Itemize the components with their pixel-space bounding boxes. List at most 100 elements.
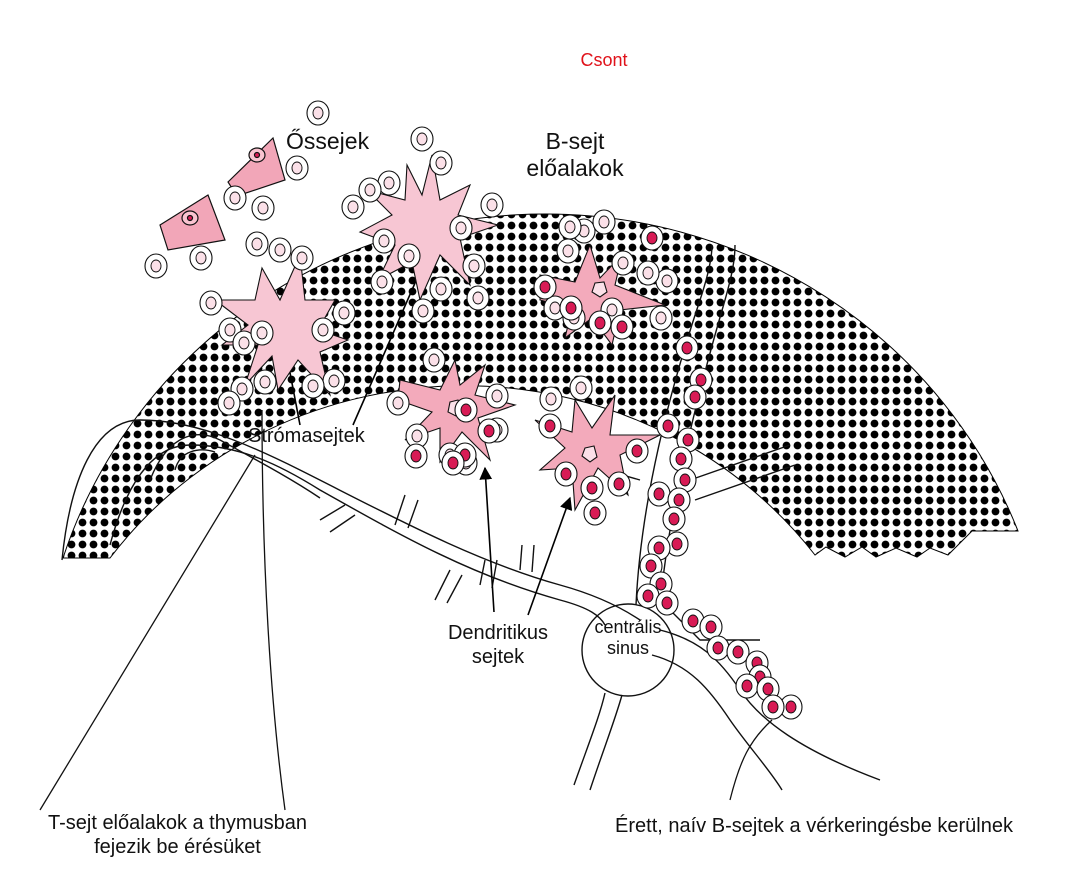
precursor-cell-nucleus-12 xyxy=(257,327,267,339)
precursor-cell-nucleus-24 xyxy=(348,201,358,213)
dendritic-cells-label-line2: sejtek xyxy=(432,646,564,670)
precursor-cell-nucleus-45 xyxy=(576,382,586,394)
b-cell-precursors-label-line1: B-sejt xyxy=(515,128,635,155)
mature-cell-nucleus-21 xyxy=(688,615,698,627)
mature-cell-nucleus-35 xyxy=(632,445,642,457)
mature-cell-nucleus-4 xyxy=(647,232,657,244)
precursor-cell-nucleus-3 xyxy=(230,192,240,204)
precursor-cell-nucleus-9 xyxy=(206,297,216,309)
dendritic-cells-label-line1: Dendritikus xyxy=(432,622,564,646)
precursor-cell-nucleus-4 xyxy=(196,252,206,264)
precursor-cell-nucleus-44 xyxy=(607,304,617,316)
precursor-cell-nucleus-11 xyxy=(239,337,249,349)
mature-cell-nucleus-10 xyxy=(676,453,686,465)
stromal-cells-label: Strómasejtek xyxy=(248,425,365,449)
mature-cell-nucleus-6 xyxy=(696,374,706,386)
central-sinus-label-line1: centrális xyxy=(580,617,676,638)
central-sinus-label-line2: sinus xyxy=(580,638,676,659)
precursor-cell-nucleus-46 xyxy=(546,393,556,405)
mature-cell-nucleus-38 xyxy=(484,425,494,437)
precursor-cell-nucleus-41 xyxy=(662,275,672,287)
mature-cell-nucleus-34 xyxy=(590,507,600,519)
caption-left: T-sejt előalakok a thymusban fejezik be … xyxy=(5,812,350,859)
mature-cell-nucleus-9 xyxy=(683,434,693,446)
precursor-cell-nucleus-47 xyxy=(429,354,439,366)
precursor-cell-nucleus-35 xyxy=(563,245,573,257)
bone-label-text: Csont xyxy=(580,50,627,71)
precursor-cell-nucleus-0 xyxy=(313,107,323,119)
mature-cell-nucleus-14 xyxy=(669,513,679,525)
precursor-cell-nucleus-43 xyxy=(656,312,666,324)
mature-cell-nucleus-31 xyxy=(561,468,571,480)
mature-cell-nucleus-37 xyxy=(461,404,471,416)
precursor-cell-nucleus-7 xyxy=(275,244,285,256)
precursor-cell-nucleus-38 xyxy=(618,257,628,269)
mature-cell-nucleus-12 xyxy=(654,488,664,500)
precursor-cell-nucleus-18 xyxy=(237,383,247,395)
precursor-cell-nucleus-30 xyxy=(473,292,483,304)
precursor-cell-nucleus-42 xyxy=(643,267,653,279)
precursor-cell-nucleus-21 xyxy=(436,157,446,169)
mature-cell-nucleus-33 xyxy=(614,478,624,490)
mature-cell-nucleus-41 xyxy=(448,457,458,469)
mature-cell-nucleus-17 xyxy=(646,560,656,572)
mature-cell-nucleus-36 xyxy=(545,420,555,432)
precursor-cell-nucleus-2 xyxy=(258,202,268,214)
precursor-cell-nucleus-25 xyxy=(379,235,389,247)
stem-cells xyxy=(160,138,285,250)
precursor-cell-nucleus-14 xyxy=(339,307,349,319)
precursor-cell-nucleus-27 xyxy=(377,276,387,288)
mature-cell-nucleus-32 xyxy=(587,482,597,494)
precursor-cell-nucleus-29 xyxy=(469,260,479,272)
precursor-cell-nucleus-22 xyxy=(384,177,394,189)
precursor-cell-nucleus-23 xyxy=(365,184,375,196)
precursor-cell-nucleus-5 xyxy=(151,260,161,272)
mature-cell-nucleus-30 xyxy=(768,701,778,713)
mature-cell-nucleus-13 xyxy=(674,494,684,506)
precursor-cell-nucleus-17 xyxy=(260,376,270,388)
mature-cell-nucleus-19 xyxy=(643,590,653,602)
precursor-cell-nucleus-10 xyxy=(225,324,235,336)
caption-left-line2: fejezik be érésüket xyxy=(5,836,350,860)
precursor-cell-nucleus-20 xyxy=(417,133,427,145)
mature-cell-nucleus-29 xyxy=(786,701,796,713)
precursor-cell-nucleus-19 xyxy=(224,397,234,409)
precursor-cell-nucleus-26 xyxy=(404,250,414,262)
mature-cell-nucleus-7 xyxy=(690,391,700,403)
mature-cell-nucleus-23 xyxy=(713,642,723,654)
b-cell-precursors-label-line2: előalakok xyxy=(515,155,635,182)
precursor-cell-nucleus-39 xyxy=(550,302,560,314)
mature-cell-nucleus-1 xyxy=(595,317,605,329)
precursor-cell-nucleus-8 xyxy=(297,252,307,264)
precursor-cell-nucleus-13 xyxy=(318,324,328,336)
caption-left-line1: T-sejt előalakok a thymusban xyxy=(5,812,350,836)
mature-cell-nucleus-2 xyxy=(617,321,627,333)
precursor-cell-nucleus-6 xyxy=(252,238,262,250)
stem-cells-label: Őssejek xyxy=(286,128,369,155)
mature-cell-nucleus-24 xyxy=(733,646,743,658)
b-cell-precursors-label: B-sejt előalakok xyxy=(515,128,635,182)
central-sinus-label: centrális sinus xyxy=(580,617,676,659)
precursor-cell-nucleus-36 xyxy=(565,221,575,233)
precursor-cell-nucleus-48 xyxy=(393,397,403,409)
precursor-cell-nucleus-31 xyxy=(436,283,446,295)
mature-cell-nucleus-40 xyxy=(411,450,421,462)
mature-cell-nucleus-8 xyxy=(663,420,673,432)
mature-cell-nucleus-16 xyxy=(654,542,664,554)
precursor-cell-nucleus-33 xyxy=(418,305,428,317)
mature-cell-nucleus-22 xyxy=(706,621,716,633)
bone-label: Csont xyxy=(562,45,646,75)
precursor-cell-nucleus-51 xyxy=(492,390,502,402)
mature-cell-nucleus-0 xyxy=(566,302,576,314)
mature-cell-nucleus-18 xyxy=(656,578,666,590)
mature-cell-nucleus-20 xyxy=(662,597,672,609)
mature-cell-nucleus-27 xyxy=(742,680,752,692)
precursor-cell-nucleus-1 xyxy=(292,162,302,174)
precursor-cell-nucleus-28 xyxy=(456,222,466,234)
precursor-cell-nucleus-37 xyxy=(599,216,609,228)
precursor-cell-nucleus-16 xyxy=(308,380,318,392)
mature-cell-nucleus-28 xyxy=(763,683,773,695)
dendritic-cells-label: Dendritikus sejtek xyxy=(432,622,564,669)
precursor-cell-nucleus-49 xyxy=(412,430,422,442)
